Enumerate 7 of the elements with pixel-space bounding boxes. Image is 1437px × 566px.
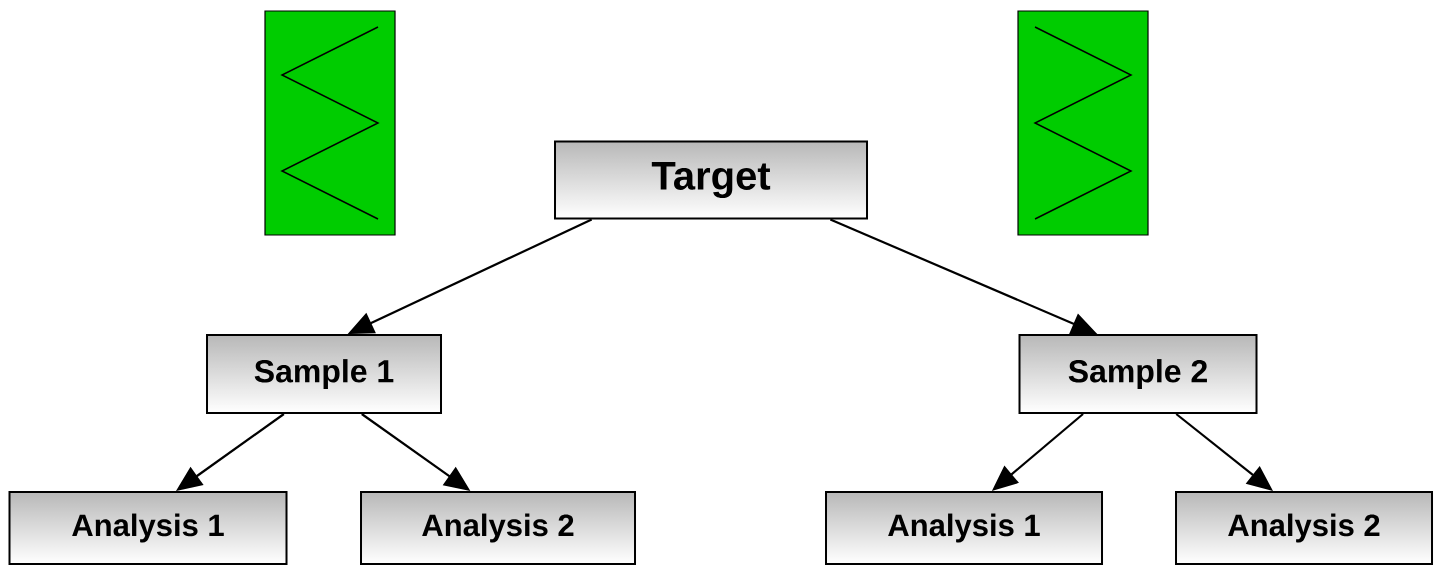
- process-box: Analysis 1: [825, 491, 1103, 565]
- process-box: Analysis 1: [8, 491, 288, 565]
- process-box: Target: [554, 140, 868, 220]
- process-box: Sample 2: [1018, 334, 1258, 414]
- process-box: Analysis 2: [360, 491, 636, 565]
- process-box: Analysis 2: [1175, 491, 1433, 565]
- process-box: Sample 1: [206, 334, 442, 414]
